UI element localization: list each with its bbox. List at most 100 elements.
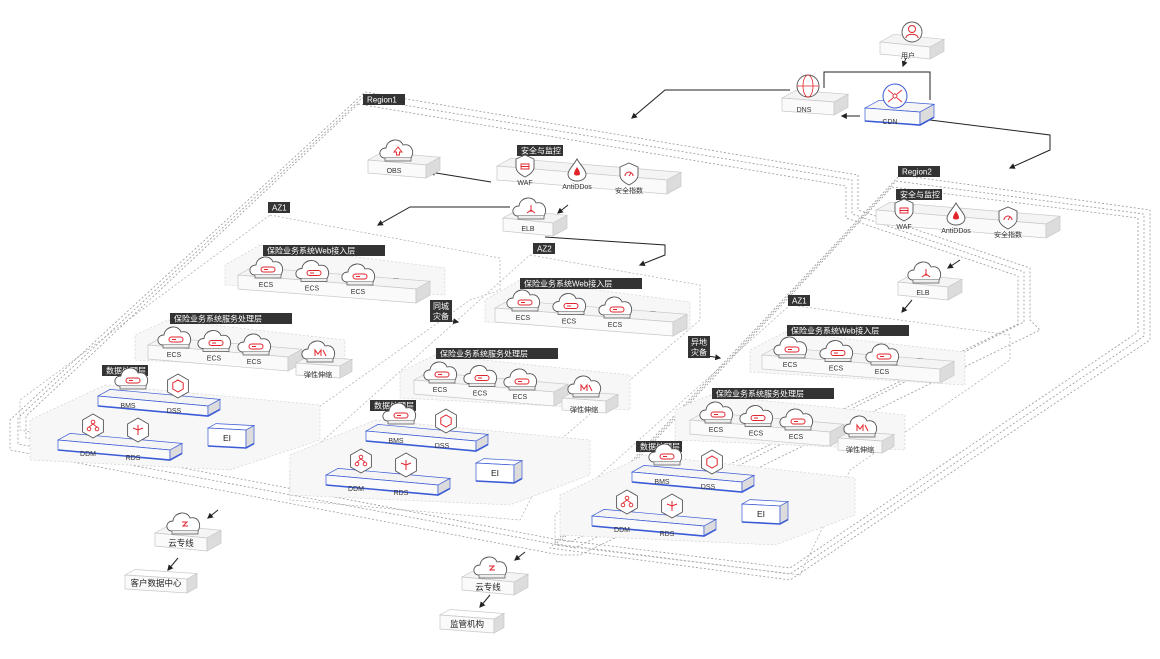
r2a1-svc-tag: 保险业务系统服务处理层 bbox=[712, 388, 834, 399]
user-box-side bbox=[929, 38, 945, 60]
region1-tag-text: Region1 bbox=[367, 96, 397, 105]
r2-az1-tag-bg bbox=[788, 295, 810, 306]
r1a1-svc-ecs-label-2: ECS bbox=[247, 359, 262, 366]
r1-security-tag-text: 安全与监控 bbox=[521, 146, 561, 156]
r1a2-svc-tag-bg bbox=[436, 348, 558, 359]
r2-security-icon-1 bbox=[946, 202, 966, 226]
r1a2-web-ecs-label-0: ECS bbox=[516, 315, 531, 322]
r1a2-rds-box-edge bbox=[325, 484, 451, 496]
regulator-label: 监管机构 bbox=[450, 619, 484, 629]
cdn-icon bbox=[882, 83, 908, 109]
r2a1-web-ecs-icon-0 bbox=[773, 336, 808, 359]
r1a1-web-tag-bg bbox=[263, 245, 385, 256]
r2a1-rds-icon bbox=[661, 493, 683, 519]
r2a1-web-box-side bbox=[939, 360, 955, 384]
r1a2-ei-box bbox=[474, 458, 524, 484]
r1a1-svc-ecs-icon-2 bbox=[237, 333, 272, 356]
dc1-icon bbox=[166, 512, 201, 535]
r1a1-scale-icon bbox=[301, 340, 336, 363]
r1a2-svc-tag: 保险业务系统服务处理层 bbox=[436, 348, 558, 359]
r2a1-bms-box-edge bbox=[631, 481, 755, 493]
r2a1-bms-label: BMS bbox=[654, 479, 670, 486]
r2a1-scale-box-side bbox=[881, 433, 895, 454]
r1a2-web-ecs-icon-2 bbox=[598, 296, 633, 319]
r1-security-icon-1 bbox=[567, 158, 587, 182]
r1a2-ddm-label: DDM bbox=[348, 486, 364, 493]
r1a1-dss-label: DSS bbox=[167, 408, 182, 415]
r1a1-svc-ecs-icon-1 bbox=[197, 330, 232, 352]
cdn-label: CDN bbox=[882, 119, 897, 126]
r2-elb-label: ELB bbox=[916, 290, 930, 297]
r1a1-rds-icon bbox=[127, 417, 149, 443]
r1a1-ei-box-edge bbox=[207, 442, 255, 449]
obs-box-side bbox=[425, 156, 441, 179]
r1a1-bms-label: BMS bbox=[120, 403, 136, 410]
dns-label: DNS bbox=[797, 107, 812, 114]
r1a2-scale-box-side bbox=[605, 393, 619, 414]
r2-security-icon-0 bbox=[894, 198, 914, 222]
region1-tag: Region1 bbox=[363, 94, 405, 105]
r2-security-label-2: 安全指数 bbox=[994, 230, 1022, 239]
r1-az2-tag-bg bbox=[533, 243, 555, 254]
dns-box bbox=[780, 89, 850, 116]
r1a2-web-ecs-icon-0 bbox=[506, 289, 541, 312]
dc2-label: 云专线 bbox=[475, 582, 501, 592]
r1a2-bms-box bbox=[364, 424, 490, 452]
r2a1-web-more: ... bbox=[917, 354, 923, 361]
r2-security-tag-text: 安全与监控 bbox=[900, 190, 940, 200]
user-icon bbox=[901, 21, 923, 43]
regulator-box bbox=[438, 609, 506, 634]
r2-security-icon-2 bbox=[998, 206, 1018, 230]
obs-label: OBS bbox=[387, 168, 402, 175]
r1a1-rds-label: RDS bbox=[126, 455, 141, 462]
r1-az1-tag-text: AZ1 bbox=[272, 204, 287, 213]
r2a1-svc-ecs-icon-2 bbox=[779, 408, 814, 431]
r2a1-ei-box bbox=[740, 499, 790, 525]
r2a1-svc-ecs-icon-1 bbox=[739, 405, 774, 427]
r2a1-rds-label: RDS bbox=[660, 531, 675, 538]
r2a1-ddm-label: DDM bbox=[614, 527, 630, 534]
r1a1-web-tag: 保险业务系统Web接入层 bbox=[263, 245, 385, 256]
connectors bbox=[167, 57, 1051, 608]
r2a1-ei-label: EI bbox=[757, 509, 765, 519]
r1a1-scale-box-side bbox=[339, 358, 353, 379]
r1-az2-tag-text: AZ2 bbox=[537, 245, 552, 254]
r1a2-ddm-icon bbox=[350, 448, 372, 474]
dc2-icon bbox=[473, 556, 508, 579]
r1-az1-tag: AZ1 bbox=[268, 202, 290, 213]
r1a1-svc-tag: 保险业务系统服务处理层 bbox=[170, 313, 292, 324]
r1a2-rds-label: RDS bbox=[394, 490, 409, 497]
r2a1-web-tag-bg bbox=[787, 325, 909, 336]
r2a1-web-ecs-label-2: ECS bbox=[875, 369, 890, 376]
r1-security-tag-bg bbox=[517, 145, 563, 156]
r2a1-svc-ecs-label-2: ECS bbox=[789, 434, 804, 441]
r2a1-ddm-icon bbox=[616, 489, 638, 515]
r2a1-web-tag-text: 保险业务系统Web接入层 bbox=[791, 326, 879, 336]
customer-dc-box-side bbox=[186, 572, 198, 594]
r1a2-web-tag-bg bbox=[520, 278, 642, 289]
r1a2-rds-box bbox=[324, 468, 452, 496]
r1a1-bms-box-edge bbox=[97, 405, 221, 417]
r1a1-svc-tag-text: 保险业务系统服务处理层 bbox=[174, 314, 262, 324]
r1a1-web-tag-text: 保险业务系统Web接入层 bbox=[267, 246, 355, 256]
r1-elb-icon bbox=[512, 197, 547, 220]
r1a1-svc-ecs-icon-0 bbox=[157, 326, 192, 349]
r2a1-rds-box-edge bbox=[591, 525, 717, 537]
r2-security-tag-bg bbox=[896, 189, 942, 200]
r1a1-web-ecs-icon-2 bbox=[341, 263, 376, 286]
dr-same-city-line2: 灾备 bbox=[433, 311, 449, 321]
r2a1-web-ecs-label-1: ECS bbox=[829, 366, 844, 373]
r2a1-rds-box bbox=[590, 509, 718, 537]
r1a1-bms-icon bbox=[114, 367, 149, 390]
r1a2-web-box-side bbox=[672, 313, 688, 337]
cdn-box-edge bbox=[864, 116, 935, 126]
r1a2-svc-ecs-label-2: ECS bbox=[513, 394, 528, 401]
r2a1-scale-icon bbox=[843, 415, 878, 438]
customer-dc-label: 客户数据中心 bbox=[130, 578, 182, 588]
r1a1-web-ecs-label-0: ECS bbox=[259, 282, 274, 289]
r1-security-label-1: AntiDDos bbox=[562, 184, 592, 191]
r1-security-box-side bbox=[666, 171, 682, 195]
r2a1-web-ecs-label-0: ECS bbox=[783, 362, 798, 369]
